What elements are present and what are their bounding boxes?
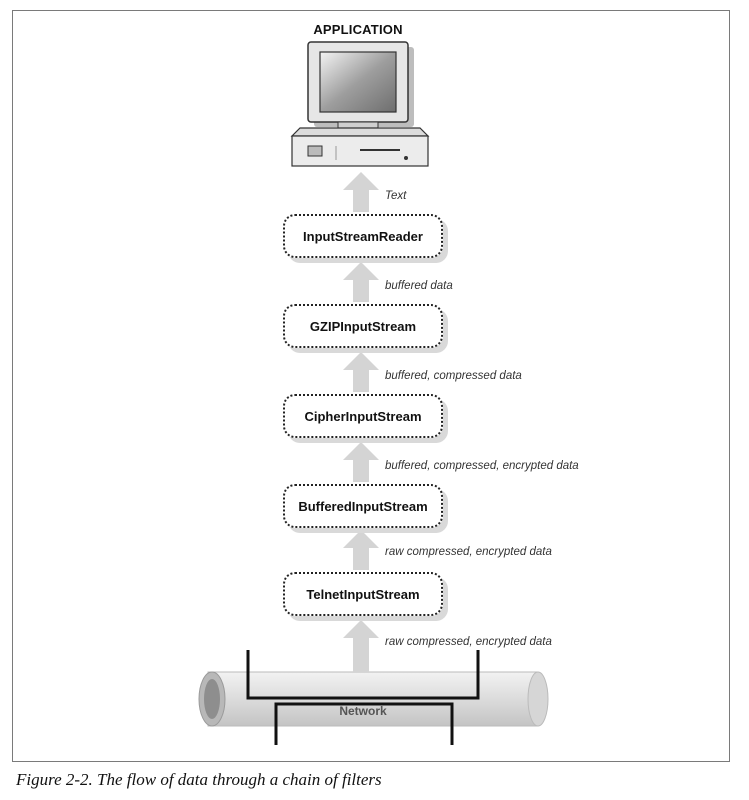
figure-frame [12, 10, 730, 762]
arrow-buffered-compressed-encrypted [343, 442, 379, 482]
figure-caption: Figure 2-2. The flow of data through a c… [16, 770, 382, 789]
arrow-text [343, 172, 379, 212]
edge-label-raw-compressed-2: raw compressed, encrypted data [385, 636, 552, 648]
application-title: APPLICATION [313, 22, 403, 37]
arrow-buffered-data [343, 262, 379, 302]
computer-icon [290, 41, 430, 167]
edge-label-buffered: buffered data [385, 280, 453, 292]
flow-arrows [343, 172, 379, 672]
node-gzipinputstream: GZIPInputStream [283, 304, 443, 348]
edge-label-raw-compressed-1: raw compressed, encrypted data [385, 546, 552, 558]
network-pipe-icon [198, 650, 549, 745]
edge-label-buffered-compressed-encrypted: buffered, compressed, encrypted data [385, 460, 579, 472]
arrow-raw-compressed-2 [343, 620, 379, 672]
edge-label-text: Text [385, 190, 407, 202]
node-cipherinputstream: CipherInputStream [283, 394, 443, 438]
arrow-raw-compressed-1 [343, 530, 379, 570]
network-label: Network [339, 704, 387, 718]
edge-label-buffered-compressed: buffered, compressed data [385, 370, 522, 382]
node-bufferedinputstream: BufferedInputStream [283, 484, 443, 528]
arrow-buffered-compressed [343, 352, 379, 392]
node-inputstreamreader: InputStreamReader [283, 214, 443, 258]
node-telnetinputstream: TelnetInputStream [283, 572, 443, 616]
